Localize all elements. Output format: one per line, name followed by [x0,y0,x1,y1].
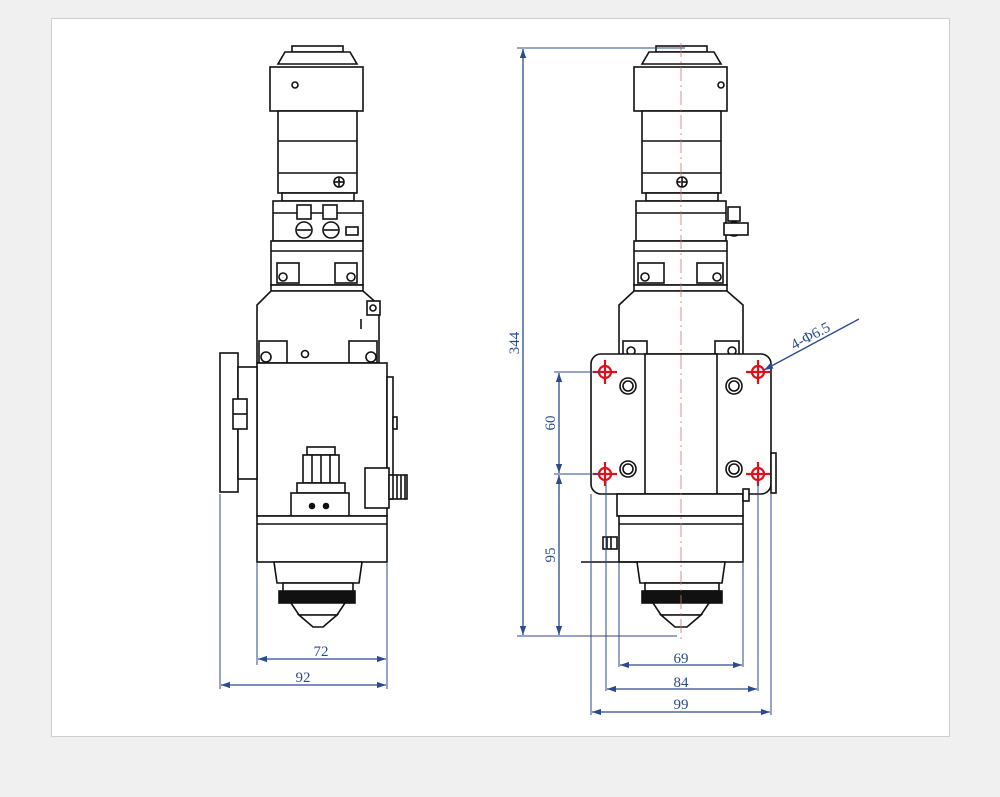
dim-344-label: 344 [507,331,523,354]
left-view [219,45,408,628]
dim-84-label: 84 [674,675,690,691]
dim-69-label: 69 [674,651,689,667]
left-column [277,110,358,202]
left-collimator-block [272,200,364,242]
right-extension-lines [517,47,772,715]
hole-callout-label: 4-Φ6.5 [788,320,833,354]
dim-60-label: 60 [543,416,559,431]
right-column [641,110,722,202]
hole-callout-leader [763,318,860,371]
left-extension-lines [219,494,388,689]
dim-99-label: 99 [674,697,689,713]
dim-95-label: 95 [543,548,559,563]
left-dim-72-label: 72 [314,644,329,660]
right-view [581,45,777,628]
right-shoulder [618,290,744,356]
left-lower-housing [256,515,388,563]
right-top-cap [633,45,728,112]
left-nozzle [273,561,363,628]
left-main-body [219,352,408,517]
hole-marker-top-right [746,360,770,384]
right-collar [633,240,728,292]
left-top-cap [269,45,364,112]
left-dim-92-label: 92 [296,670,311,686]
right-collimator-block [635,200,749,242]
drawing-sheet: 72 92 [51,18,950,737]
left-shoulder [256,290,381,364]
left-collar [270,240,364,292]
technical-drawing: 72 92 [219,43,860,716]
right-mounting-plate [590,353,777,495]
